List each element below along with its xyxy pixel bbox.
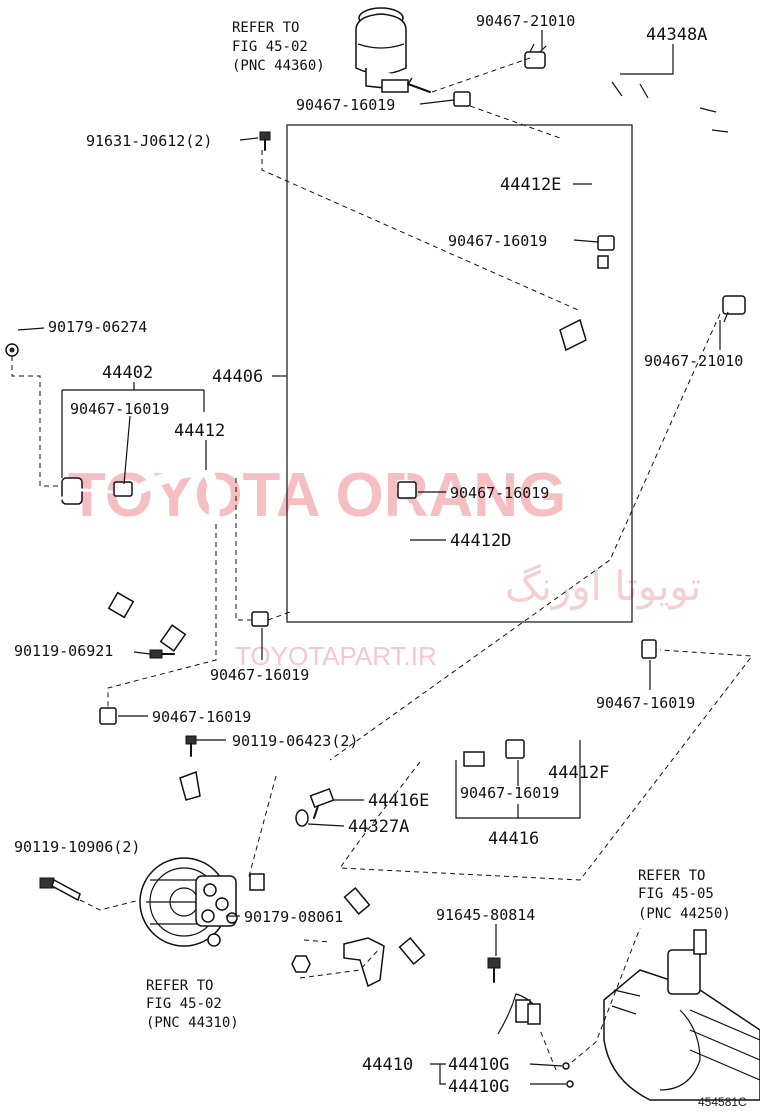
ref-reservoir-line2: FIG 45-02 xyxy=(232,39,308,55)
reservoir-tank xyxy=(355,7,431,93)
label-assy-44416: 44416 xyxy=(488,829,539,849)
label-clip-16019-rt: 90467-16019 xyxy=(596,694,695,712)
ref-pump-line2: FIG 45-02 xyxy=(146,996,222,1012)
return-pipe xyxy=(104,751,485,819)
dashed-leaders xyxy=(11,57,753,1071)
assembly-44402 xyxy=(40,477,187,652)
label-bolt-06921: 90119-06921 xyxy=(14,642,113,660)
label-bolt-06423: 90119-06423(2) xyxy=(232,732,358,750)
bolt-06423-icon xyxy=(185,735,197,757)
assembly-44406-frame xyxy=(286,124,633,623)
watermark: TOYOTA ORANG تویوتا اورنگ TOYOTAPART.IR xyxy=(68,461,701,671)
label-clip-16019-low: 90467-16019 xyxy=(210,666,309,684)
clip-44412e-icon xyxy=(597,235,615,251)
pressure-hose-44410 xyxy=(229,821,508,1036)
label-bolt-j0612: 91631-J0612(2) xyxy=(86,132,212,150)
label-hose-44412f: 44412F xyxy=(548,763,609,783)
gasket-44327a-icon xyxy=(295,809,309,827)
label-clip-top: 90467-21010 xyxy=(476,12,575,30)
label-bolt-80814: 91645-80814 xyxy=(436,906,535,924)
bolt-10906-icon xyxy=(39,877,81,902)
ref-gear-line3: (PNC 44250) xyxy=(638,906,731,922)
clip-44412f-icon xyxy=(505,739,525,759)
label-hose-44412: 44412 xyxy=(174,421,225,441)
steering-gear xyxy=(603,929,760,1101)
clip-right-f-icon xyxy=(641,639,657,659)
leader-lines xyxy=(17,30,721,1085)
ref-reservoir-line3: (PNC 44360) xyxy=(232,58,325,74)
nut-06274-icon xyxy=(5,343,19,357)
tube-44406 xyxy=(404,255,609,484)
label-nut-06274: 90179-06274 xyxy=(48,318,147,336)
label-tube-44410g-2: 44410G xyxy=(448,1077,509,1097)
clip-pipe-icon xyxy=(99,707,117,725)
clip-44402-icon xyxy=(113,481,133,497)
watermark-brand: TOYOTA ORANG xyxy=(68,461,566,530)
hose-44412e xyxy=(554,136,621,244)
ref-reservoir-line1: REFER TO xyxy=(232,20,299,36)
bolt-j0612-icon xyxy=(259,131,271,151)
bolt-80814-icon xyxy=(487,957,501,983)
clip-right-icon xyxy=(722,295,746,323)
tube-44410g xyxy=(497,993,574,1088)
label-assy-44406: 44406 xyxy=(212,367,263,387)
ref-pump-line1: REFER TO xyxy=(146,978,213,994)
watermark-site: TOYOTAPART.IR xyxy=(235,641,437,671)
label-clip-16019-top: 90467-16019 xyxy=(296,96,395,114)
hose-44412d xyxy=(290,502,416,618)
clip-44412d-icon xyxy=(397,481,417,499)
label-hose-44412e: 44412E xyxy=(500,175,561,195)
label-tube-44410g-1: 44410G xyxy=(448,1055,509,1075)
label-clip-16019-pipe: 90467-16019 xyxy=(152,708,251,726)
label-assy-44410: 44410 xyxy=(362,1055,413,1075)
label-bolt-10906: 90119-10906(2) xyxy=(14,838,140,856)
label-hose-44348a: 44348A xyxy=(646,25,707,45)
label-gasket-44327a: 44327A xyxy=(348,817,409,837)
bolt-06921-icon xyxy=(149,649,175,659)
label-clip-16019-e: 90467-16019 xyxy=(448,232,547,250)
clip-low-icon xyxy=(251,611,269,627)
watermark-persian: تویوتا اورنگ xyxy=(505,564,701,610)
hose-44348a xyxy=(553,65,745,297)
figure-code: 454581C xyxy=(698,1095,747,1109)
union-44416e-icon xyxy=(309,787,335,819)
ref-pump-line3: (PNC 44310) xyxy=(146,1015,239,1031)
power-steering-pump xyxy=(139,857,238,947)
label-nut-08061: 90179-08061 xyxy=(244,908,343,926)
label-hose-44412d: 44412D xyxy=(450,531,511,551)
label-union-44416e: 44416E xyxy=(368,791,429,811)
label-clip-21010-right: 90467-21010 xyxy=(644,352,743,370)
clip-top-icon xyxy=(524,43,547,69)
label-clip-16019-f: 90467-16019 xyxy=(460,784,559,802)
label-clip-16019-mid: 90467-16019 xyxy=(450,484,549,502)
ref-gear-line1: REFER TO xyxy=(638,868,705,884)
ref-gear-line2: FIG 45-05 xyxy=(638,886,714,902)
clip-reservoir-icon xyxy=(453,91,471,107)
part-labels: REFER TO FIG 45-02 (PNC 44360) 90467-210… xyxy=(14,12,747,1109)
label-clip-16019-left: 90467-16019 xyxy=(70,400,169,418)
hose-44412f xyxy=(534,642,626,744)
nut-08061-icon xyxy=(291,955,311,973)
label-assy-44402: 44402 xyxy=(102,363,153,383)
